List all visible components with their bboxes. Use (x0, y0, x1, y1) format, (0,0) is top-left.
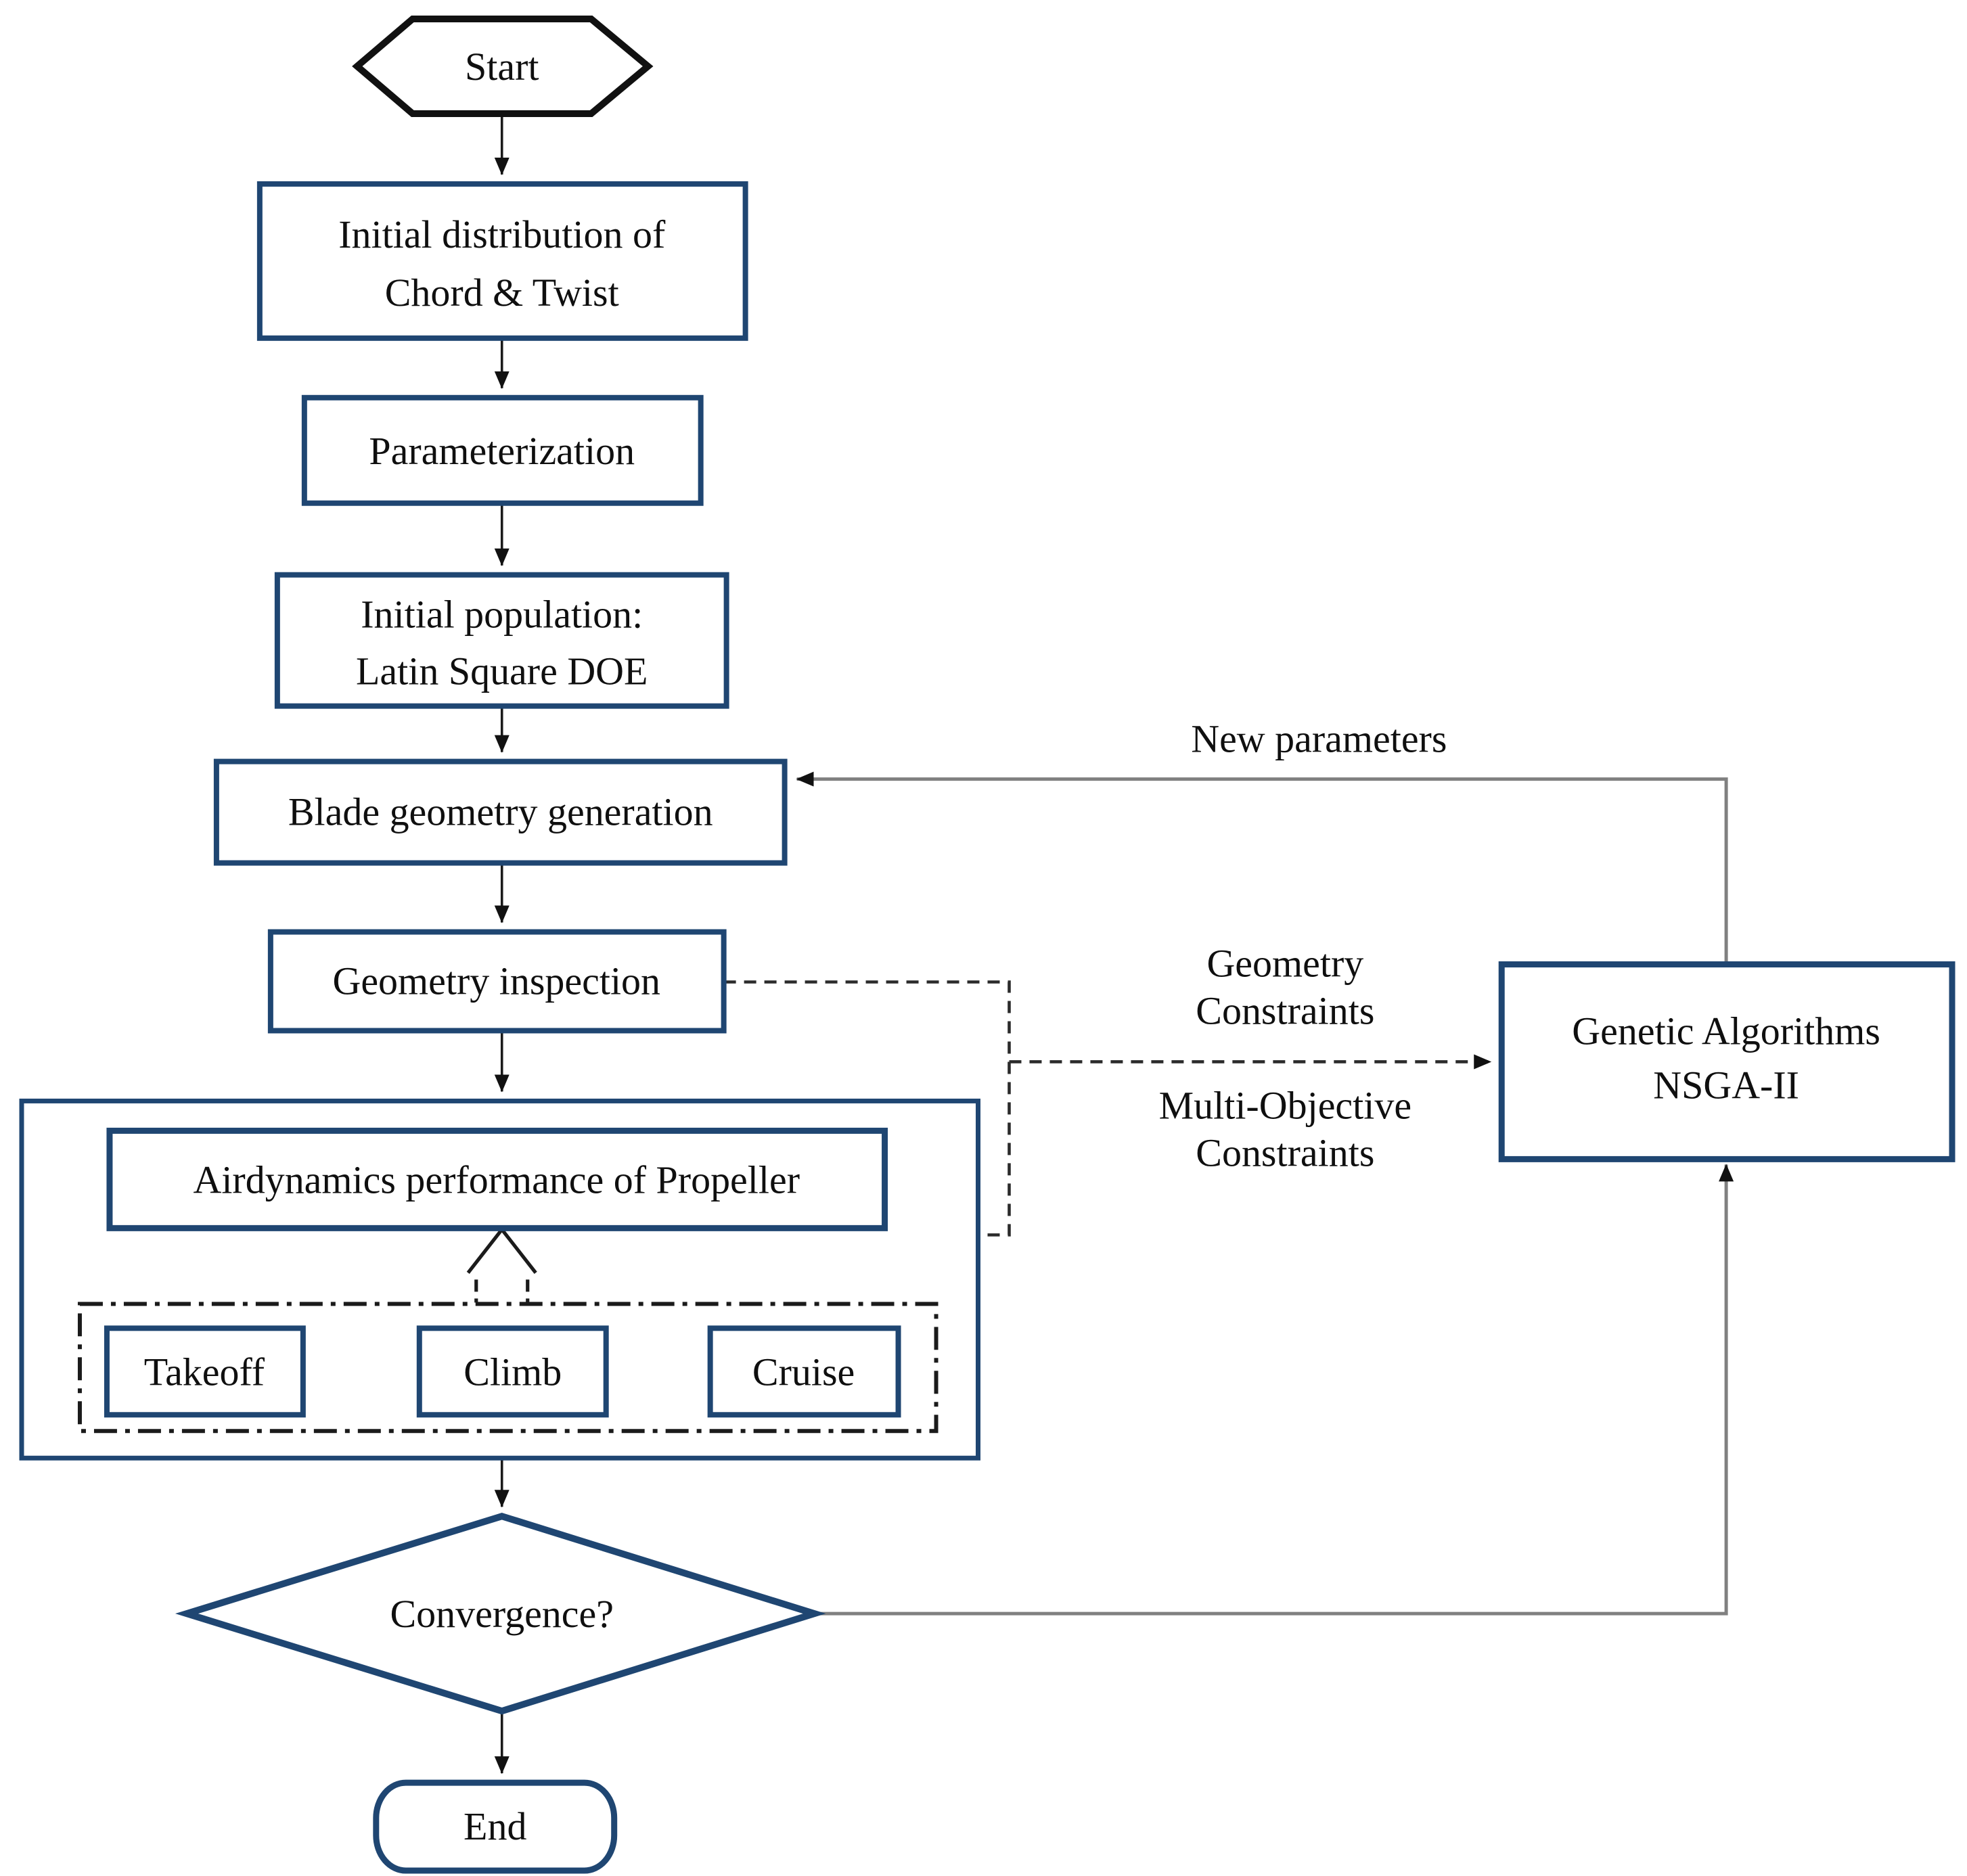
node-parameterization: Parameterization (301, 394, 704, 506)
geometry-constraints-line2: Constraints (1196, 988, 1374, 1032)
initial-distribution-line1: Initial distribution of (338, 212, 666, 256)
initial-population-line2: Latin Square DOE (356, 649, 648, 693)
climb-shape (416, 1325, 609, 1418)
node-genetic-algorithms: Genetic Algorithms NSGA-II (1498, 961, 1955, 1162)
aerodynamics-performance-shape (106, 1127, 888, 1231)
cruise-label: Cruise (752, 1350, 855, 1394)
edges (466, 113, 1734, 1775)
missions-dashdot-group-shape (77, 1302, 939, 1434)
node-aerodynamics-performance: Airdynamics performance of Propeller (106, 1127, 888, 1231)
parameterization-shape (301, 394, 704, 506)
dashed-open-arrow-missions-to-performance (466, 1228, 537, 1303)
initial-population-shape (274, 572, 729, 709)
node-initial-distribution: Initial distribution of Chord & Twist (256, 181, 748, 341)
convergence-diamond-shape (175, 1512, 826, 1715)
node-climb: Climb (416, 1325, 609, 1418)
aerodynamics-performance-label: Airdynamics performance of Propeller (193, 1158, 800, 1202)
multi-objective-constraints-line2: Constraints (1196, 1130, 1374, 1174)
edge-label-multi-objective-constraints: Multi-Objective Constraints (1159, 1083, 1412, 1174)
edge-convergence-to-genetic-algorithms (814, 1164, 1734, 1616)
initial-population-line1: Initial population: (361, 593, 643, 637)
blade-geometry-label: Blade geometry generation (288, 790, 713, 834)
geometry-inspection-label: Geometry inspection (332, 959, 660, 1003)
node-start: Start (352, 15, 654, 117)
edge-label-new-parameters: New parameters (1191, 717, 1447, 761)
climb-label: Climb (464, 1350, 562, 1394)
performance-container-shape (19, 1098, 981, 1461)
node-cruise: Cruise (707, 1325, 901, 1418)
convergence-label: Convergence? (390, 1592, 614, 1636)
open-arrowhead-right-leg (500, 1228, 537, 1274)
initial-distribution-shape (256, 181, 748, 341)
node-end: End (373, 1779, 618, 1874)
edge-dashed-constraints-collector (723, 980, 1011, 1237)
node-blade-geometry-generation: Blade geometry generation (213, 758, 788, 866)
end-shape (373, 1779, 618, 1874)
genetic-algorithms-line1: Genetic Algorithms (1572, 1009, 1880, 1053)
start-label: Start (465, 45, 539, 89)
node-convergence: Convergence? (175, 1512, 826, 1715)
node-takeoff: Takeoff (104, 1325, 306, 1418)
end-label: End (464, 1804, 526, 1848)
performance-container: Airdynamics performance of Propeller Tak… (19, 1098, 981, 1461)
node-geometry-inspection: Geometry inspection (267, 929, 727, 1034)
parameterization-label: Parameterization (369, 429, 635, 473)
geometry-constraints-line1: Geometry (1206, 941, 1363, 985)
genetic-algorithms-shape (1498, 961, 1955, 1162)
multi-objective-constraints-line1: Multi-Objective (1159, 1083, 1412, 1127)
open-arrowhead-left-leg (466, 1228, 503, 1274)
start-hexagon-shape (352, 15, 654, 117)
new-parameters-label: New parameters (1191, 717, 1447, 761)
cruise-shape (707, 1325, 901, 1418)
node-initial-population: Initial population: Latin Square DOE (274, 572, 729, 709)
takeoff-label: Takeoff (144, 1350, 265, 1394)
edge-label-geometry-constraints: Geometry Constraints (1196, 941, 1374, 1032)
genetic-algorithms-line2: NSGA-II (1653, 1063, 1799, 1107)
takeoff-shape (104, 1325, 306, 1418)
edge-new-parameters (796, 771, 1728, 965)
blade-geometry-shape (213, 758, 788, 866)
geometry-inspection-shape (267, 929, 727, 1034)
initial-distribution-line2: Chord & Twist (385, 271, 619, 315)
